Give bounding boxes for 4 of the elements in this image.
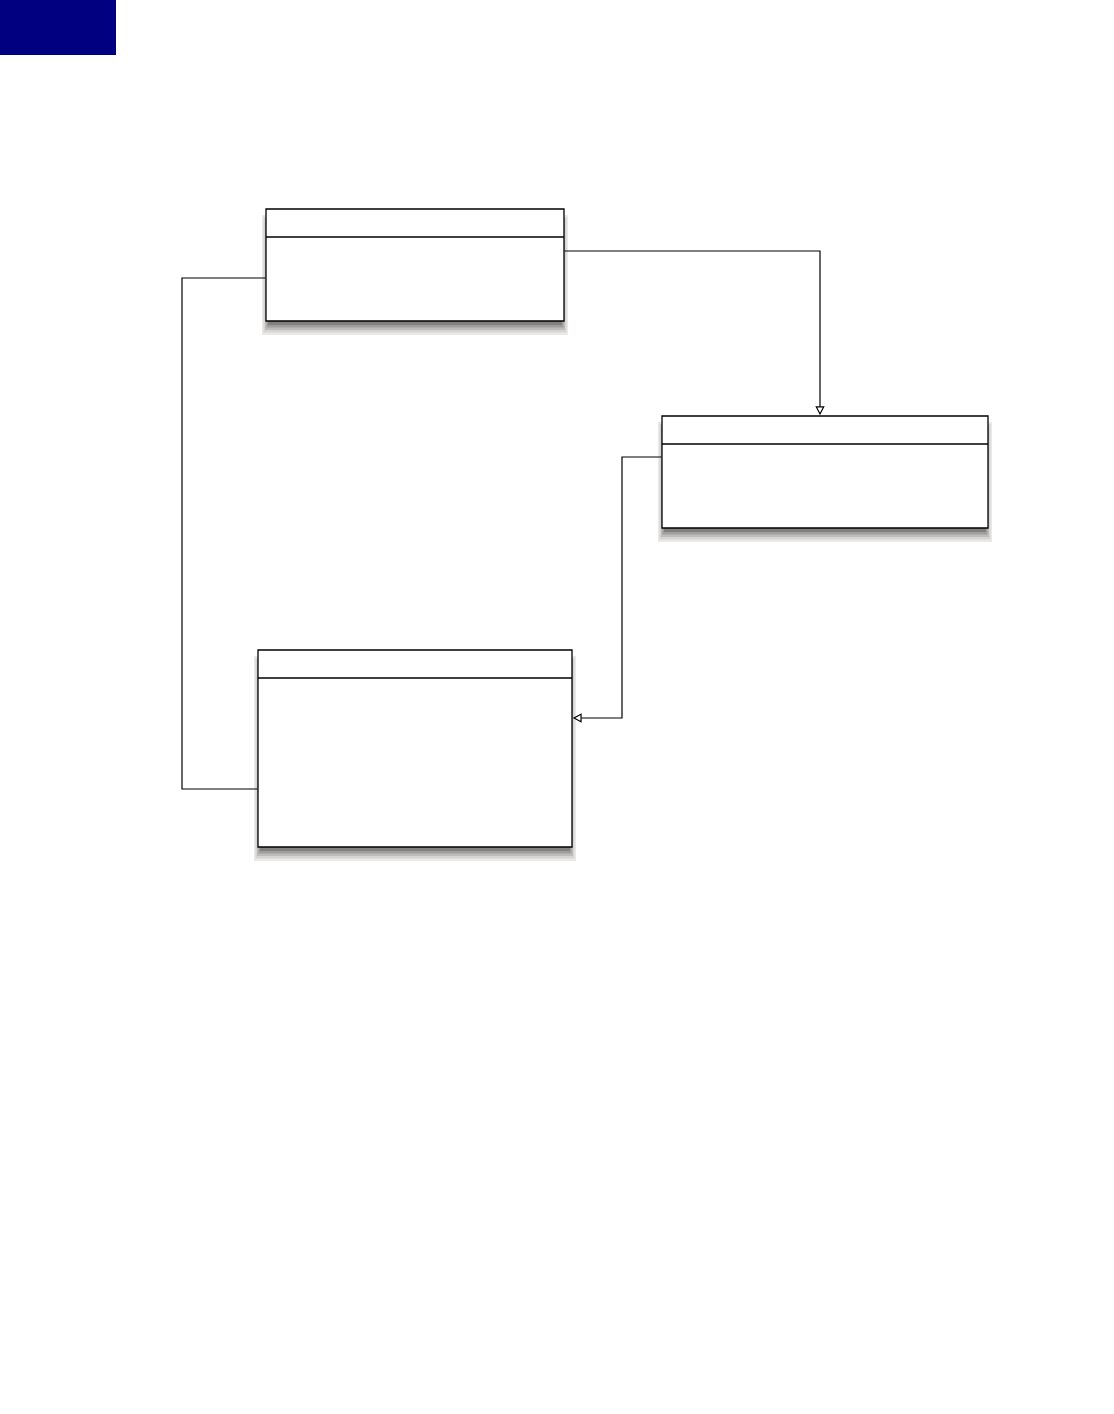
- connector: [181, 277, 266, 790]
- class-box: [661, 415, 989, 529]
- class-box: [265, 208, 565, 322]
- class-box: [257, 649, 573, 848]
